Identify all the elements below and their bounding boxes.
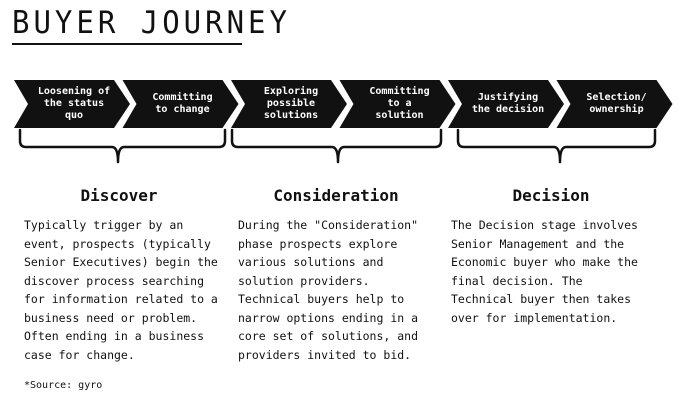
- page-title: BUYER JOURNEY: [12, 4, 291, 41]
- step-label-selection-ownership: Selection/ ownership: [586, 92, 647, 115]
- chevron-selection-ownership: [556, 80, 673, 128]
- stage-title-consideration: Consideration: [273, 186, 399, 205]
- chevron-committing-to-solution: [339, 80, 456, 128]
- bracket-decision: [456, 128, 657, 164]
- step-label-committing-to-change: Committing to change: [152, 92, 213, 115]
- step-label-exploring-solutions: Exploring possible solutions: [263, 86, 319, 121]
- step-label-loosening-status-quo: Loosening of the status quo: [37, 86, 111, 121]
- stage-description-decision: The Decision stage involves Senior Manag…: [451, 218, 638, 325]
- step-label-justifying-decision: Justifying the decision: [471, 92, 545, 115]
- chevron-exploring-solutions: [231, 80, 347, 128]
- source-note: *Source: gyro: [24, 380, 103, 391]
- stage-title-decision: Decision: [512, 186, 590, 205]
- title-underline: [12, 43, 242, 45]
- stage-description-consideration: During the "Consideration" phase prospec…: [238, 218, 419, 362]
- chevron-loosening-status-quo: [14, 80, 130, 128]
- stage-description-discover: Typically trigger by an event, prospects…: [24, 218, 218, 362]
- stage-title-discover: Discover: [80, 186, 158, 205]
- chevron-justifying-decision: [448, 80, 564, 128]
- bracket-consideration: [230, 128, 443, 164]
- chevron-committing-to-change: [122, 80, 239, 128]
- step-label-committing-to-solution: Committing to a solution: [369, 86, 430, 121]
- bracket-discover: [18, 128, 227, 164]
- journey-flow: [14, 80, 673, 164]
